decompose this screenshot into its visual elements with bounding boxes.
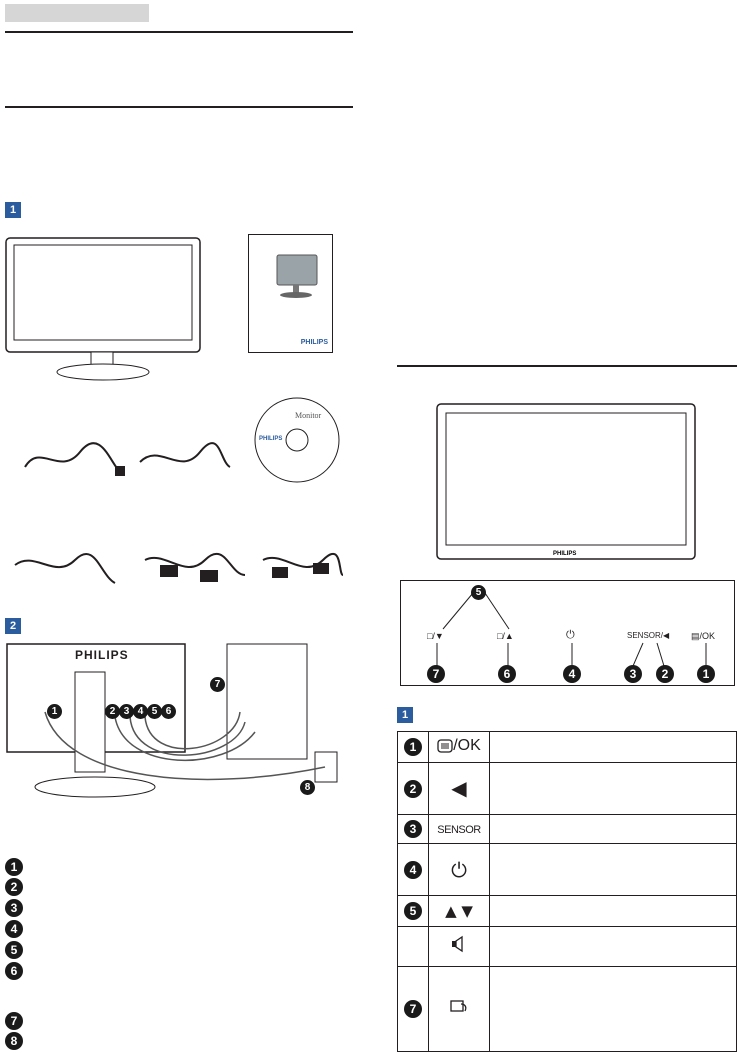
left-arrow-icon: ◀ (451, 778, 467, 800)
control-2-badge: 2 (656, 665, 674, 683)
sensor-left-label: SENSOR/◀ (627, 631, 670, 640)
control-key-table: 1 /OK 2 ◀ 3 SENSOR 4 ⏻ 5 ▲ ▼ 7 (397, 731, 737, 1052)
cd-title: Monitor (295, 411, 322, 420)
control-buttons-panel: 5 □/▼ □/▲ ⏻ SENSOR/◀ ▤/OK 7 6 4 3 2 1 (400, 580, 735, 686)
table-row: 7 (397, 966, 737, 1052)
list-item-5: 5 (5, 941, 23, 959)
power-icon: ⏻ (451, 857, 467, 882)
connector-7: 7 (210, 677, 225, 692)
step-badge-3: 1 (397, 707, 413, 723)
control-6-badge: 6 (498, 665, 516, 683)
smartimage-icon (450, 999, 467, 1012)
booklet-brand: PHILIPS (300, 339, 328, 346)
list-item-1: 1 (5, 858, 23, 876)
power-cable-illustration (24, 442, 125, 476)
audio-cable-illustration (14, 552, 116, 584)
monitor-illustration (5, 237, 201, 381)
control-7-badge: 7 (427, 665, 445, 683)
header-tab (5, 4, 149, 22)
connection-diagram-drawing (6, 643, 338, 798)
power-label: ⏻ (566, 629, 575, 641)
menu-icon (437, 738, 453, 753)
menu-down-label: □/▼ (427, 631, 444, 641)
right-section-rule (397, 365, 737, 367)
connector-3: 3 (119, 704, 134, 719)
connector-2: 2 (105, 704, 120, 719)
row-5-num: 5 (404, 902, 422, 920)
control-3-badge: 3 (624, 665, 642, 683)
list-item-2: 2 (5, 878, 23, 896)
table-row: 5 ▲ ▼ (397, 895, 737, 927)
vga-cable-2-illustration (262, 552, 344, 578)
booklet-monitor-image (276, 254, 318, 298)
table-row: 1 /OK (397, 731, 737, 763)
table-row: 3 SENSOR (397, 814, 737, 844)
up-down-arrows-icon: ▲ ▼ (445, 901, 473, 920)
monitor-front-illustration: PHILIPS (436, 403, 696, 560)
diagram-brand: PHILIPS (75, 648, 129, 662)
control-4-badge: 4 (563, 665, 581, 683)
connector-6: 6 (161, 704, 176, 719)
menu-ok-label: ▤/OK (691, 631, 716, 641)
sensor-key: SENSOR (437, 824, 481, 836)
list-item-6: 6 (5, 962, 23, 980)
menu-ok-key: /OK (437, 737, 481, 755)
list-item-7: 7 (5, 1012, 23, 1030)
row-7-num: 7 (404, 1000, 422, 1018)
list-item-8: 8 (5, 1032, 23, 1050)
menu-ok-text: /OK (453, 736, 481, 754)
vga-cable-illustration (144, 552, 246, 582)
control-lines (436, 592, 707, 667)
connector-4: 4 (133, 704, 148, 719)
table-row: 4 ⏻ (397, 843, 737, 896)
step-badge-1: 1 (5, 202, 21, 218)
control-1-badge: 1 (697, 665, 715, 683)
row-4-num: 4 (404, 860, 422, 879)
control-5-badge: 5 (471, 585, 486, 600)
cd-rom-illustration: Monitor PHILIPS (254, 397, 340, 483)
table-row: 2 ◀ (397, 762, 737, 815)
volume-icon (452, 935, 463, 953)
volume-up-label: □/▲ (497, 631, 514, 641)
row-1-num: 1 (404, 738, 422, 756)
row-3-num: 3 (404, 820, 422, 838)
top-rule (5, 31, 353, 33)
connection-diagram: PHILIPS 1 2 3 4 5 6 7 8 (5, 642, 353, 807)
connector-5: 5 (147, 704, 162, 719)
quick-start-booklet: PHILIPS (248, 234, 333, 353)
list-item-4: 4 (5, 920, 23, 938)
step-badge-2: 2 (5, 618, 21, 634)
table-row (397, 926, 737, 967)
cd-brand: PHILIPS (259, 436, 282, 442)
monitor-brand: PHILIPS (553, 551, 576, 557)
connector-1: 1 (47, 704, 62, 719)
section-rule (5, 106, 353, 108)
row-2-num: 2 (404, 779, 422, 798)
dvi-cable-illustration (139, 442, 231, 468)
list-item-3: 3 (5, 899, 23, 917)
connector-8: 8 (300, 780, 315, 795)
